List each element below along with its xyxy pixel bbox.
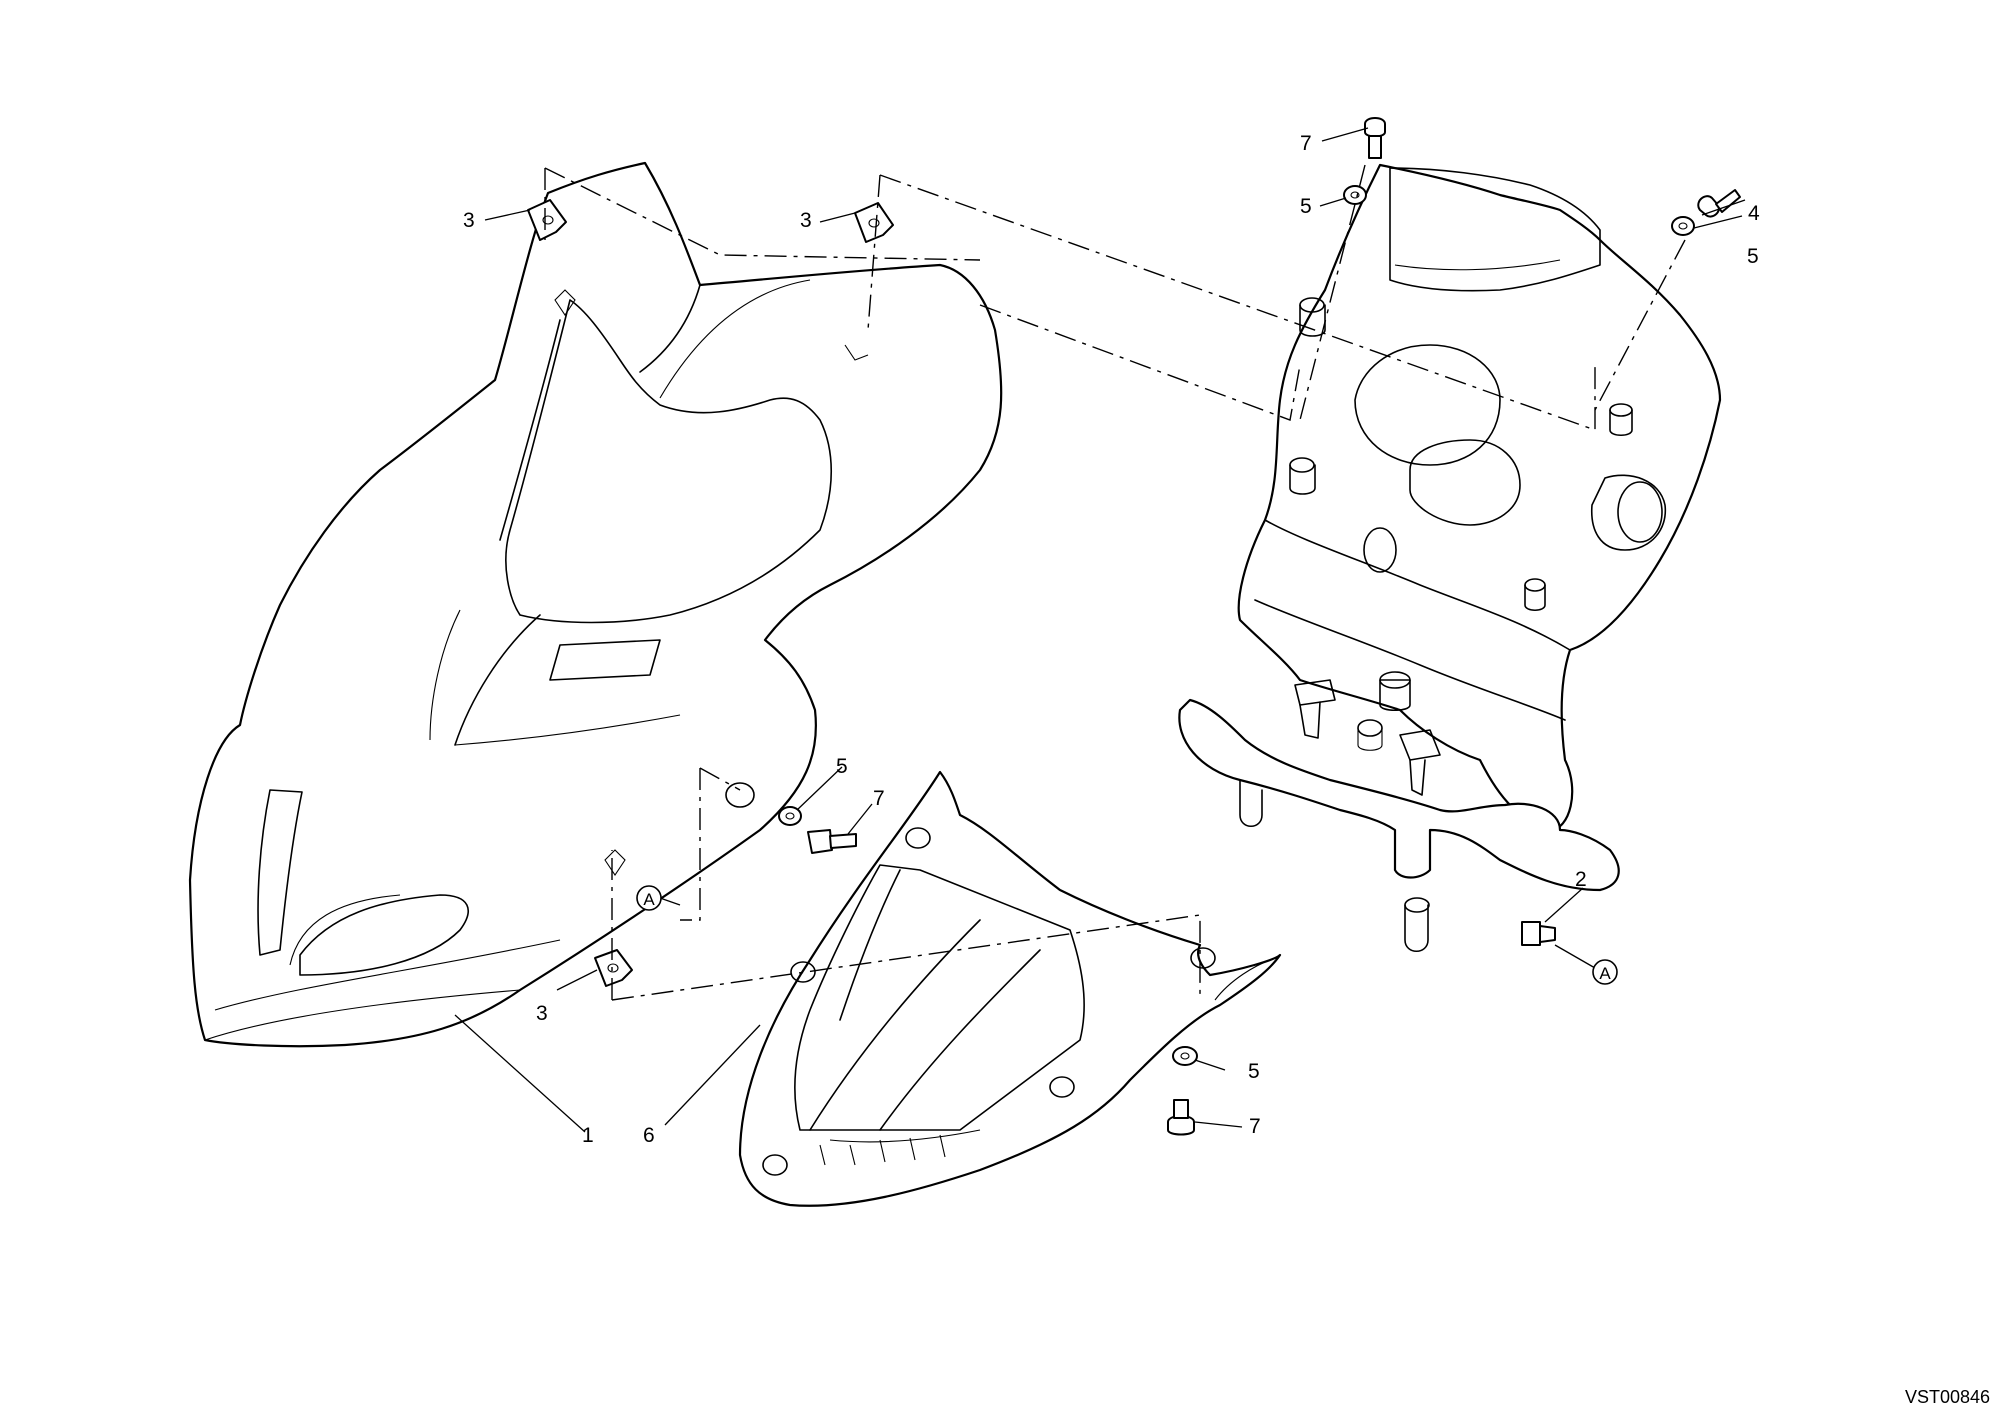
screw-bracket [1521, 921, 1556, 946]
clip-nut-top-center [854, 202, 894, 243]
fairing-subframe [1178, 163, 1722, 953]
callout-5-fairing: 5 [836, 755, 848, 778]
callout-2: 2 [1575, 868, 1587, 891]
callouts: 1 2 3 3 3 4 5 5 5 5 6 7 7 7 [463, 132, 1760, 1147]
callout-3-lower: 3 [536, 1002, 548, 1025]
washer-lower-cover [1172, 1046, 1198, 1066]
screw-lower-cover [1167, 1099, 1195, 1136]
callout-6: 6 [643, 1124, 655, 1147]
lower-cover [738, 770, 1282, 1207]
washer-right-subframe [1671, 216, 1695, 236]
reference-a-left-label: A [643, 890, 655, 909]
callout-5-right: 5 [1747, 245, 1759, 268]
callout-4: 4 [1748, 202, 1760, 225]
washer-top-subframe [1343, 185, 1367, 205]
assembly-lines [544, 164, 1686, 1001]
washer-fairing-side [778, 806, 802, 826]
callout-3-top-center: 3 [800, 209, 812, 232]
leader-lines [454, 127, 1746, 1133]
clip-nut-top-left [527, 199, 567, 241]
reference-a-right: A [1592, 959, 1618, 985]
reference-a-right-label: A [1599, 964, 1611, 983]
screw-fairing-side [807, 829, 857, 854]
callout-3-top-left: 3 [463, 209, 475, 232]
drawing-code: VST00846 [1905, 1387, 1990, 1407]
callout-7-fairing: 7 [873, 787, 885, 810]
callout-5-top: 5 [1300, 195, 1312, 218]
callout-1: 1 [582, 1124, 594, 1147]
callout-7-lower-cover: 7 [1249, 1115, 1261, 1138]
callout-7-top: 7 [1300, 132, 1312, 155]
clip-nut-lower [594, 949, 633, 987]
callout-5-lower-cover: 5 [1248, 1060, 1260, 1083]
front-fairing [188, 161, 1003, 1048]
screw-top-subframe [1364, 117, 1386, 159]
reference-a-left: A [636, 885, 662, 911]
